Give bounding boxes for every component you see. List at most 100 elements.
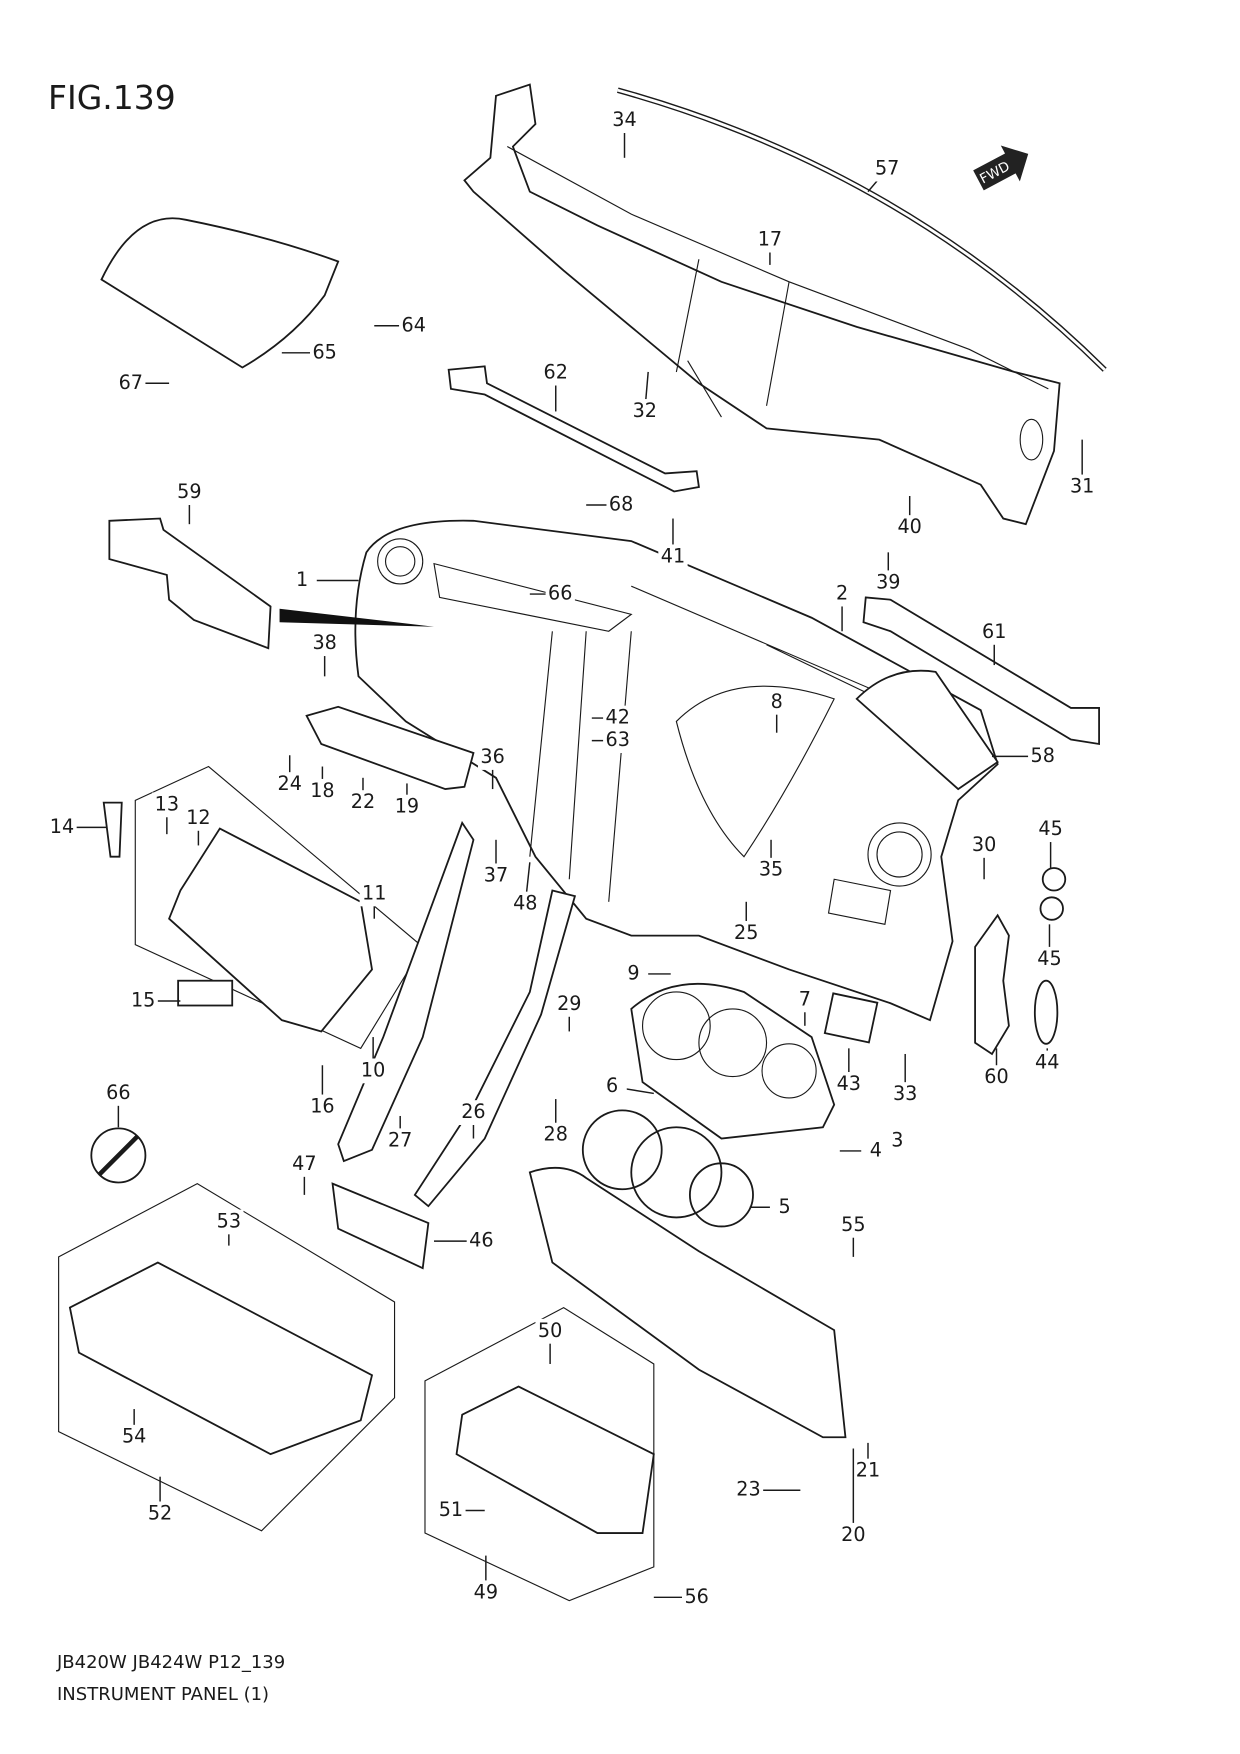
part-trim-19 — [305, 705, 475, 790]
callout-bg — [541, 360, 571, 386]
callout-50: 50 — [538, 1319, 562, 1342]
callout-bg — [606, 492, 636, 518]
part-plug-45b — [1039, 896, 1064, 921]
callout-13: 13 — [155, 792, 179, 815]
callout-45: 45 — [1037, 947, 1061, 970]
part-lid-58 — [855, 669, 999, 791]
callout-33: 33 — [893, 1082, 917, 1105]
callout-21: 21 — [856, 1459, 880, 1482]
callout-bg — [307, 1094, 338, 1120]
part-pad-64 — [100, 217, 340, 369]
callout-52: 52 — [148, 1501, 172, 1524]
callout-37: 37 — [484, 863, 508, 886]
callout-35: 35 — [759, 858, 783, 881]
callout-bg — [310, 631, 340, 657]
callout-bg — [183, 805, 214, 831]
callout-17: 17 — [758, 228, 782, 251]
callout-bg — [890, 1082, 920, 1107]
callout-bg — [769, 1194, 800, 1220]
part-garnish-26 — [413, 889, 577, 1208]
part-meter-hood-3 — [630, 982, 836, 1140]
callout-10: 10 — [361, 1058, 385, 1081]
part-tray-49 — [455, 1385, 655, 1534]
callout-bg — [535, 1318, 565, 1344]
callout-bg — [838, 1212, 868, 1238]
callout-bg — [103, 1081, 134, 1106]
part-plug-66 — [90, 1127, 147, 1184]
part-garnish-27 — [337, 820, 475, 1163]
callout-7: 7 — [799, 987, 811, 1010]
fwd-arrow-icon: FWD — [973, 145, 1029, 191]
part-box-52 — [68, 1261, 374, 1456]
callout-bg — [1034, 946, 1065, 972]
callout-bg — [358, 1058, 388, 1084]
callout-bg — [214, 1209, 244, 1235]
callout-bg — [392, 794, 422, 820]
callout-bg — [174, 480, 205, 506]
callout-bg — [838, 1522, 868, 1548]
callout-23: 23 — [736, 1478, 760, 1501]
callout-11: 11 — [362, 881, 386, 904]
callout-64: 64 — [402, 313, 426, 336]
callout-5: 5 — [778, 1195, 790, 1218]
callout-47: 47 — [292, 1152, 316, 1175]
callout-bg — [541, 1122, 571, 1148]
callout-bg — [969, 833, 999, 858]
callout-bg — [790, 987, 820, 1013]
callout-40: 40 — [898, 515, 922, 538]
callout-bg — [287, 568, 317, 593]
callout-bg — [834, 1072, 864, 1097]
callout-bg — [275, 772, 305, 797]
part-cap-44 — [1033, 979, 1059, 1045]
callout-bg — [1067, 474, 1097, 500]
callout-28: 28 — [544, 1123, 568, 1146]
callout-3: 3 — [891, 1128, 903, 1151]
callout-bg — [603, 728, 633, 754]
callout-bg — [310, 340, 340, 366]
part-bracket-46 — [331, 1182, 430, 1270]
callout-57: 57 — [875, 157, 899, 180]
figure-title: FIG.139 — [48, 78, 176, 117]
part-cover-20 — [528, 1166, 847, 1439]
callout-12: 12 — [186, 806, 210, 829]
callout-bg — [477, 745, 508, 770]
callout-bg — [861, 1138, 891, 1164]
callout-bg — [597, 1074, 627, 1100]
callout-48: 48 — [513, 892, 537, 915]
callout-bg — [466, 1228, 497, 1254]
callout-36: 36 — [480, 745, 504, 768]
callout-16: 16 — [310, 1094, 334, 1117]
callout-bg — [853, 1458, 883, 1484]
callout-59: 59 — [177, 480, 201, 503]
callout-46: 46 — [469, 1229, 493, 1252]
callout-4: 4 — [870, 1138, 882, 1161]
callout-bg — [385, 1128, 415, 1154]
callout-25: 25 — [734, 921, 758, 944]
callout-bg — [1028, 743, 1058, 769]
callout-bg — [399, 313, 429, 339]
part-reinforcement-61 — [862, 596, 1100, 746]
callout-2: 2 — [836, 582, 848, 605]
callout-bg — [731, 920, 761, 946]
footer-section-title: INSTRUMENT PANEL (1) — [57, 1684, 270, 1705]
callout-bg — [658, 544, 688, 570]
callout-bg — [618, 961, 649, 987]
callout-bg — [1032, 1050, 1062, 1076]
callout-bg — [630, 399, 660, 424]
callout-bg — [895, 515, 925, 540]
callout-bg — [289, 1152, 320, 1177]
callout-6: 6 — [606, 1074, 618, 1097]
box-group-49-frame — [424, 1306, 655, 1602]
callout-58: 58 — [1031, 744, 1055, 767]
callout-bg — [307, 778, 338, 804]
callout-bg — [762, 689, 792, 715]
callout-bg — [733, 1477, 764, 1503]
callout-38: 38 — [312, 631, 336, 654]
callout-66: 66 — [548, 582, 572, 605]
callout-39: 39 — [876, 570, 900, 593]
box-group-52-frame — [58, 1182, 396, 1532]
callout-32: 32 — [633, 399, 657, 422]
part-lock-15 — [177, 979, 234, 1007]
part-glove-box-10 — [168, 827, 373, 1033]
